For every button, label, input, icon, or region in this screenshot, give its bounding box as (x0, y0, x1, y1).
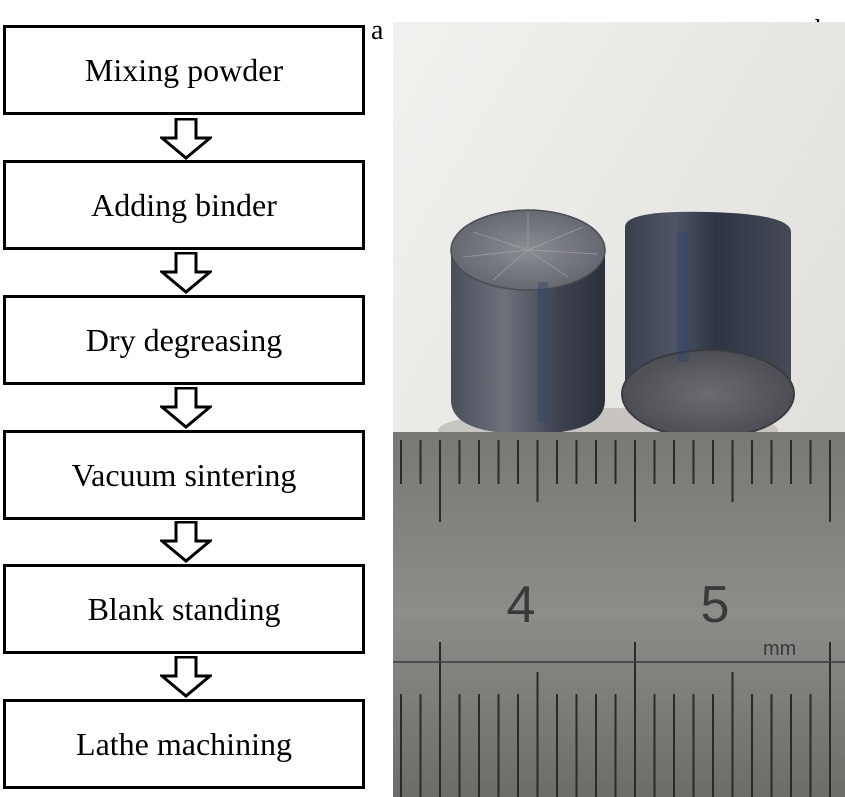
down-arrow-icon (160, 252, 212, 294)
step-lathe-machining: Lathe machining (3, 699, 365, 789)
cylinder-sample-1 (450, 209, 606, 434)
ruler-number-5: 5 (701, 576, 730, 634)
down-arrow-icon (160, 387, 212, 429)
steel-ruler: 4 5 mm (393, 432, 845, 797)
panel-label-a: a (371, 15, 384, 46)
step-blank-standing: Blank standing (3, 564, 365, 654)
step-adding-binder: Adding binder (3, 160, 365, 250)
step-dry-degreasing: Dry degreasing (3, 295, 365, 385)
ruler-unit: mm (763, 638, 796, 660)
down-arrow-icon (160, 521, 212, 563)
step-mixing-powder: Mixing powder (3, 25, 365, 115)
down-arrow-icon (160, 118, 212, 160)
down-arrow-icon (160, 656, 212, 698)
ruler-number-4: 4 (507, 576, 536, 634)
cylinder-sample-2 (621, 211, 795, 439)
step-vacuum-sintering: Vacuum sintering (3, 430, 365, 520)
sample-photo: 4 5 mm (393, 22, 845, 797)
